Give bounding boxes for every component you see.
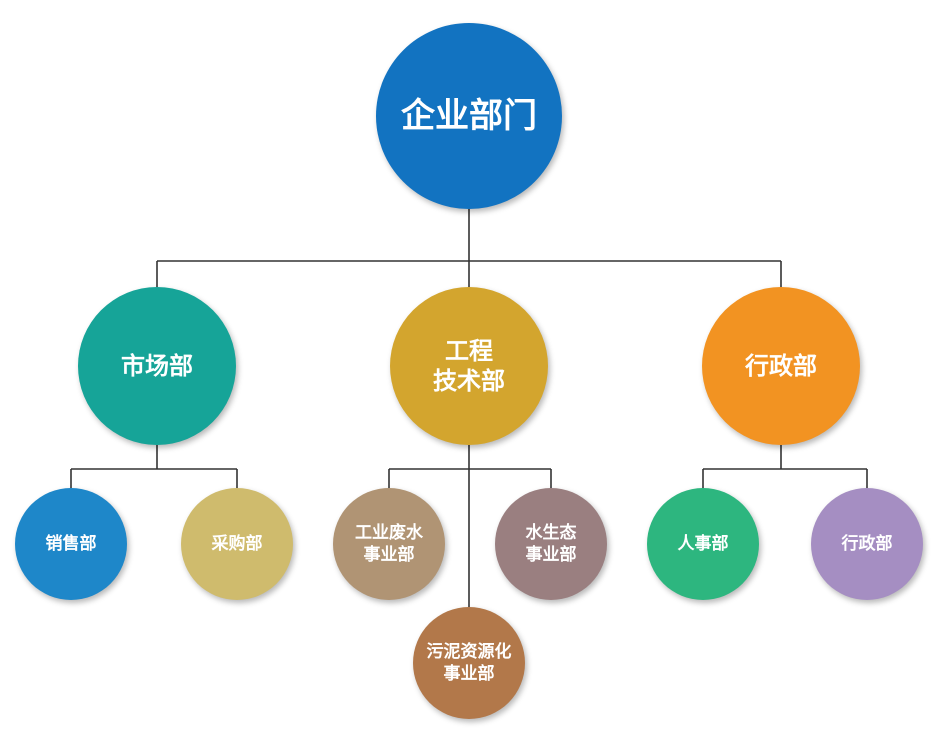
node-admin-office-dept: 行政部 [811, 488, 923, 600]
node-label-line: 企业部门 [401, 96, 537, 136]
node-purchasing-dept: 采购部 [181, 488, 293, 600]
node-label-line: 人事部 [677, 534, 729, 554]
node-label-line: 市场部 [121, 352, 193, 380]
node-label-line: 水生态 [525, 523, 577, 543]
node-engineering-tech-dept: 工程技术部 [390, 287, 548, 445]
node-label-line: 采购部 [211, 534, 263, 554]
node-admin-dept: 行政部 [702, 287, 860, 445]
node-label-line: 污泥资源化 [426, 642, 512, 662]
node-hr-dept: 人事部 [647, 488, 759, 600]
node-water-ecology-division: 水生态事业部 [495, 488, 607, 600]
node-label-line: 工程 [445, 337, 493, 365]
node-sales-dept: 销售部 [15, 488, 127, 600]
node-label-line: 事业部 [525, 545, 577, 565]
node-label-line: 事业部 [363, 545, 415, 565]
node-label-line: 技术部 [433, 367, 505, 395]
node-label-line: 事业部 [443, 664, 495, 684]
node-label-line: 销售部 [45, 534, 97, 554]
node-label-line: 工业废水 [355, 523, 423, 543]
node-label-line: 行政部 [841, 534, 893, 554]
node-label-line: 行政部 [745, 352, 817, 380]
node-industrial-wastewater-division: 工业废水事业部 [333, 488, 445, 600]
node-sludge-recycling-division: 污泥资源化事业部 [413, 607, 525, 719]
node-enterprise-departments: 企业部门 [376, 23, 562, 209]
node-market-dept: 市场部 [78, 287, 236, 445]
